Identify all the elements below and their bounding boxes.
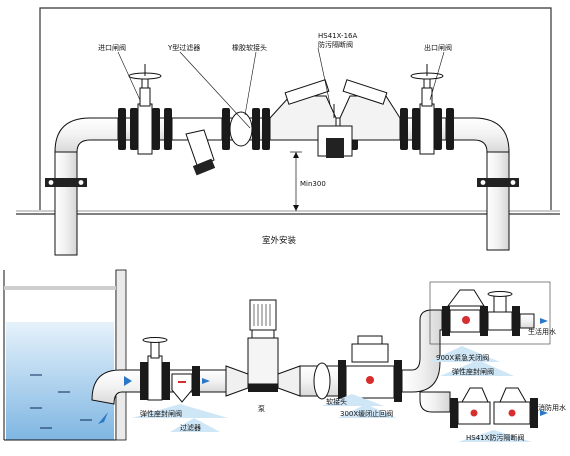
flow-arrow-inlet: [124, 376, 132, 386]
backflow-preventer-top: [269, 79, 401, 158]
flow-arrow-mid: [202, 378, 210, 384]
reducer-to-pump: [225, 365, 249, 397]
top-leader-lines: [117, 47, 445, 129]
label-y-strainer: Y型过滤器: [167, 43, 200, 52]
label-resilient-seat-valve-right: 弹性座封闸阀: [452, 367, 494, 376]
outlet-gate-valve: [410, 64, 444, 155]
branch-riser: [401, 309, 443, 393]
label-model-line2: 防污隔断阀: [318, 40, 353, 49]
emergency-shutoff-valve: [429, 281, 551, 345]
rubber-joint: [229, 111, 253, 147]
label-resilient-seat-valve-left: 弹性座封闸阀: [140, 409, 182, 418]
y-strainer: [171, 117, 223, 176]
flow-arrow-fire: [540, 410, 548, 416]
label-emergency-valve: 900X紧急关闭阀: [436, 353, 489, 362]
label-backflow-valve: HS41X防污隔断阀: [466, 433, 524, 442]
label-strainer: 过滤器: [180, 423, 201, 432]
right-riser-clamp: [477, 178, 519, 187]
right-riser-pipe: [486, 149, 510, 251]
enclosure-frame: [39, 7, 552, 210]
left-elbow: [54, 117, 121, 153]
check-valve-300x: [338, 335, 402, 402]
label-pump: 泵: [258, 405, 265, 413]
label-banners: [132, 346, 532, 442]
pump-unit: [247, 299, 279, 392]
gate-valve-left: [140, 337, 170, 401]
flow-arrows: [124, 318, 548, 416]
label-outlet-gate-valve: 出口闸阀: [424, 43, 452, 52]
label-min-height: Min300: [300, 180, 326, 188]
caption-outdoor-installation: 室外安装: [262, 235, 297, 246]
label-inlet-gate-valve: 进口闸阀: [98, 43, 126, 52]
label-rubber-joint: 橡胶软接头: [232, 43, 267, 52]
label-model-line1: HS41X-16A: [318, 32, 357, 40]
strainer-bottom: [171, 366, 200, 403]
backflow-preventer-bottom: [450, 387, 538, 428]
left-riser-clamp: [45, 178, 87, 187]
left-riser-pipe: [54, 149, 78, 256]
bottom-installation: 弹性座封闸阀 过滤器 泵 软接头 300X缓闭止回阀 900X紧急关闭阀 弹性座…: [3, 269, 566, 442]
label-fire-water: 消防用水: [538, 403, 566, 412]
label-check-valve: 300X缓闭止回阀: [340, 409, 393, 418]
label-soft-joint: 软接头: [326, 397, 347, 406]
suction-inlet-arrow: [98, 412, 108, 424]
soft-joint-bottom: [313, 362, 331, 400]
inlet-gate-valve: [128, 64, 162, 155]
min-height-dimension: [290, 151, 302, 211]
water-tank: [3, 269, 127, 441]
label-domestic-water: 生活用水: [528, 327, 556, 336]
branch-lower: [419, 391, 451, 413]
flow-arrow-domestic: [540, 318, 548, 324]
top-installation: 进口闸阀 Y型过滤器 橡胶软接头 HS41X-16A 防污隔断阀 出口闸阀 Mi…: [16, 7, 560, 256]
pump-outlet-reducer: [277, 365, 301, 397]
